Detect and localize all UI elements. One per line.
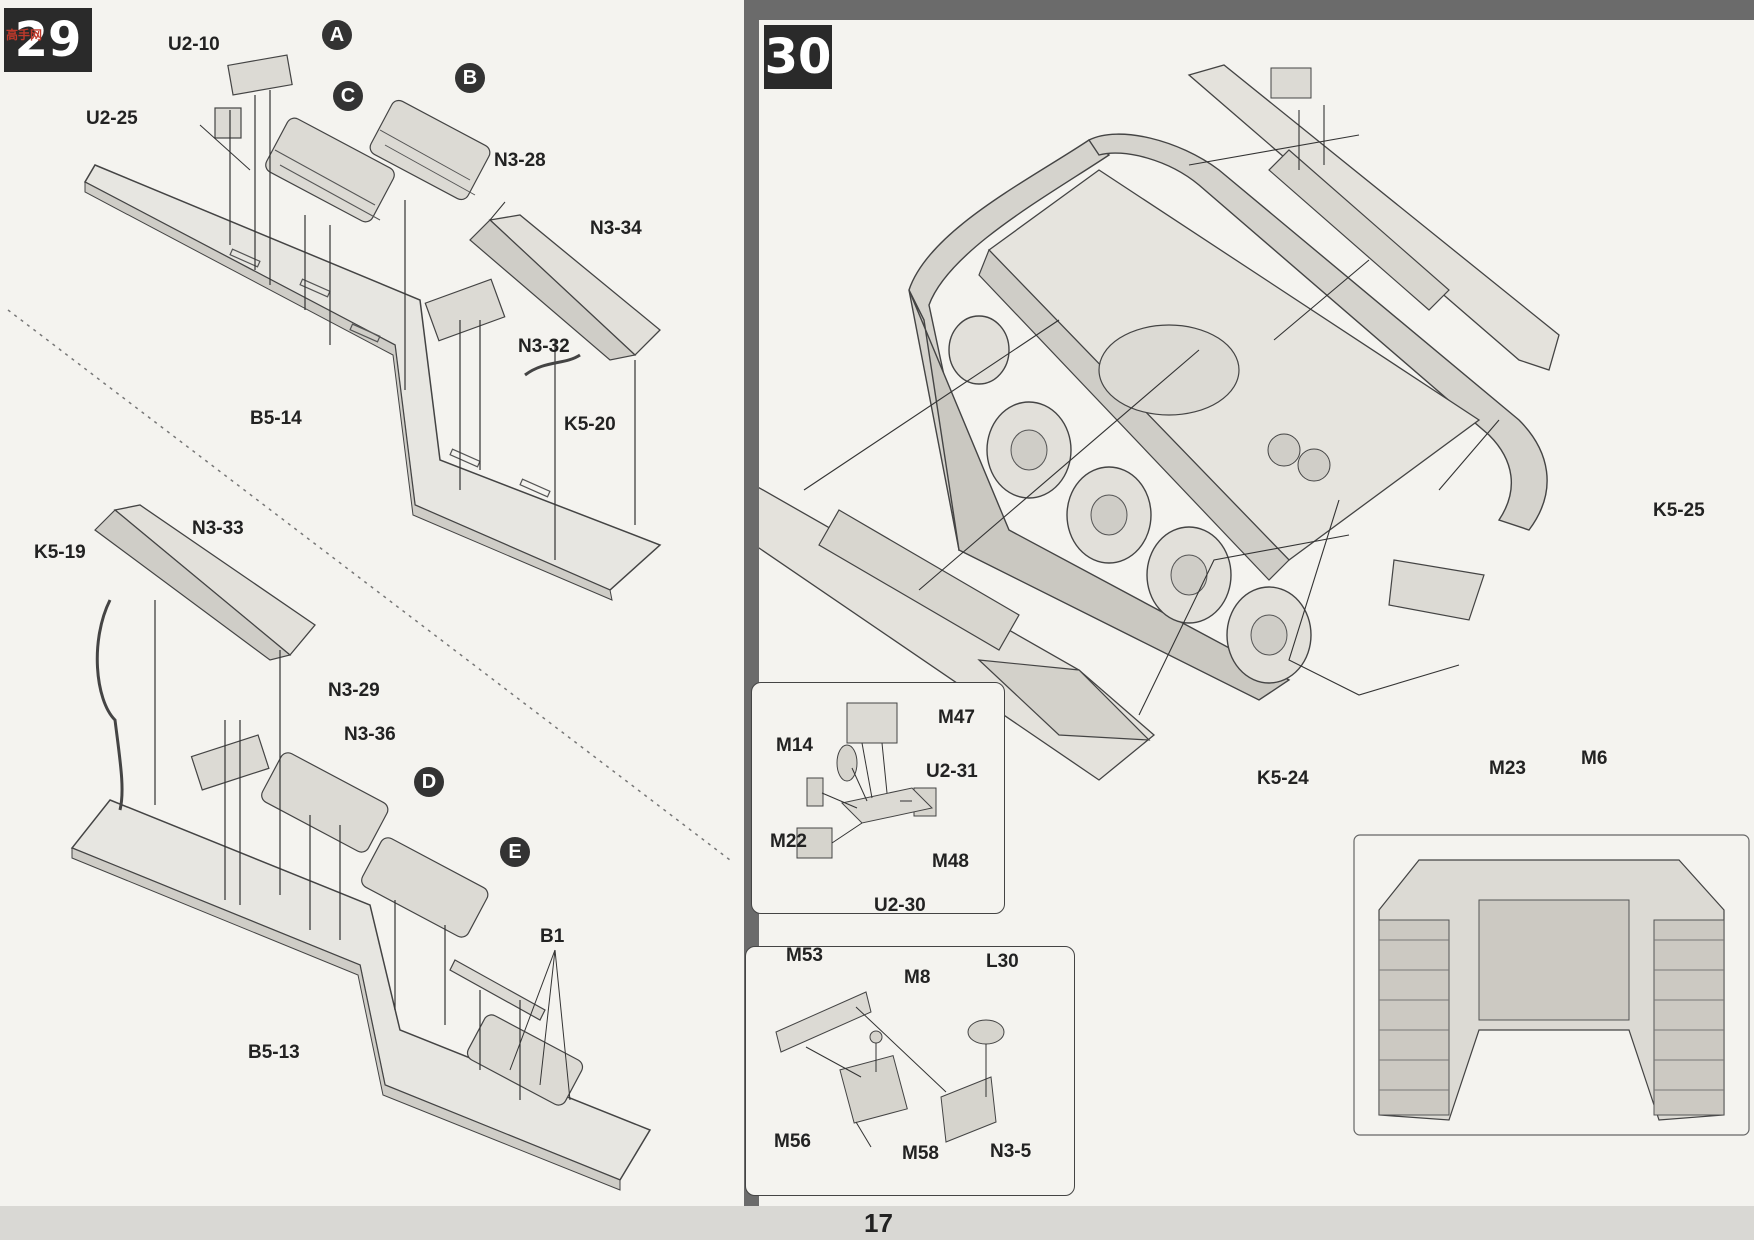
inset-detail-2: M53 M8 L30 M56 M58 N3-5 — [745, 945, 1075, 1196]
footer — [0, 1206, 1754, 1240]
inset-1-drawing — [796, 702, 937, 859]
callout-d: D — [414, 767, 444, 797]
step-30-panel: 30 K5-25 K5-24 M23 M6 M47 M14 U2-31 M22 … — [745, 20, 1754, 1206]
part-label-m22: M22 — [770, 831, 807, 852]
part-label-l30: L30 — [986, 951, 1019, 972]
part-label-n3-32: N3-32 — [518, 336, 570, 357]
step-number: 29 — [4, 8, 92, 72]
part-label-m6: M6 — [1581, 748, 1608, 769]
part-label-n3-28: N3-28 — [494, 150, 546, 171]
page-number: 17 — [864, 1208, 893, 1238]
callout-b: B — [455, 63, 485, 93]
part-label-b1: B1 — [540, 926, 565, 947]
part-label-u2-30: U2-30 — [874, 895, 926, 916]
watermark: 高手网 — [6, 28, 43, 42]
part-label-u2-31: U2-31 — [926, 761, 978, 782]
part-label-m14: M14 — [776, 735, 813, 756]
part-label-m47: M47 — [938, 707, 975, 728]
part-label-k5-25: K5-25 — [1653, 500, 1705, 521]
part-label-n3-36: N3-36 — [344, 724, 396, 745]
part-label-u2-25: U2-25 — [86, 108, 138, 129]
part-label-n3-33: N3-33 — [192, 518, 244, 539]
inset-detail-1: M47 M14 U2-31 M22 M48 U2-30 — [751, 682, 1005, 916]
step-30-drawing — [759, 64, 1750, 1136]
step-29-drawing — [7, 54, 731, 1191]
part-label-k5-24: K5-24 — [1257, 768, 1309, 789]
step-number: 30 — [764, 25, 832, 89]
part-label-m48: M48 — [932, 851, 969, 872]
part-label-k5-20: K5-20 — [564, 414, 616, 435]
part-label-m23: M23 — [1489, 758, 1526, 779]
part-label-m58: M58 — [902, 1143, 939, 1164]
part-label-b5-14: B5-14 — [250, 408, 302, 429]
part-label-n3-5: N3-5 — [990, 1141, 1032, 1162]
callout-a: A — [322, 20, 352, 50]
part-label-n3-29: N3-29 — [328, 680, 380, 701]
part-label-n3-34: N3-34 — [590, 218, 642, 239]
part-label-m56: M56 — [774, 1131, 811, 1152]
callout-e: E — [500, 837, 530, 867]
inset-2-drawing — [775, 991, 1005, 1148]
step-29-panel: 29 高手网 A B C D E U2-10 U2-25 N3-28 N3-34… — [0, 0, 744, 1206]
callout-c: C — [333, 81, 363, 111]
part-label-b5-13: B5-13 — [248, 1042, 300, 1063]
part-label-m53: M53 — [786, 945, 823, 966]
part-label-u2-10: U2-10 — [168, 34, 220, 55]
part-label-k5-19: K5-19 — [34, 542, 86, 563]
part-label-m8: M8 — [904, 967, 931, 988]
